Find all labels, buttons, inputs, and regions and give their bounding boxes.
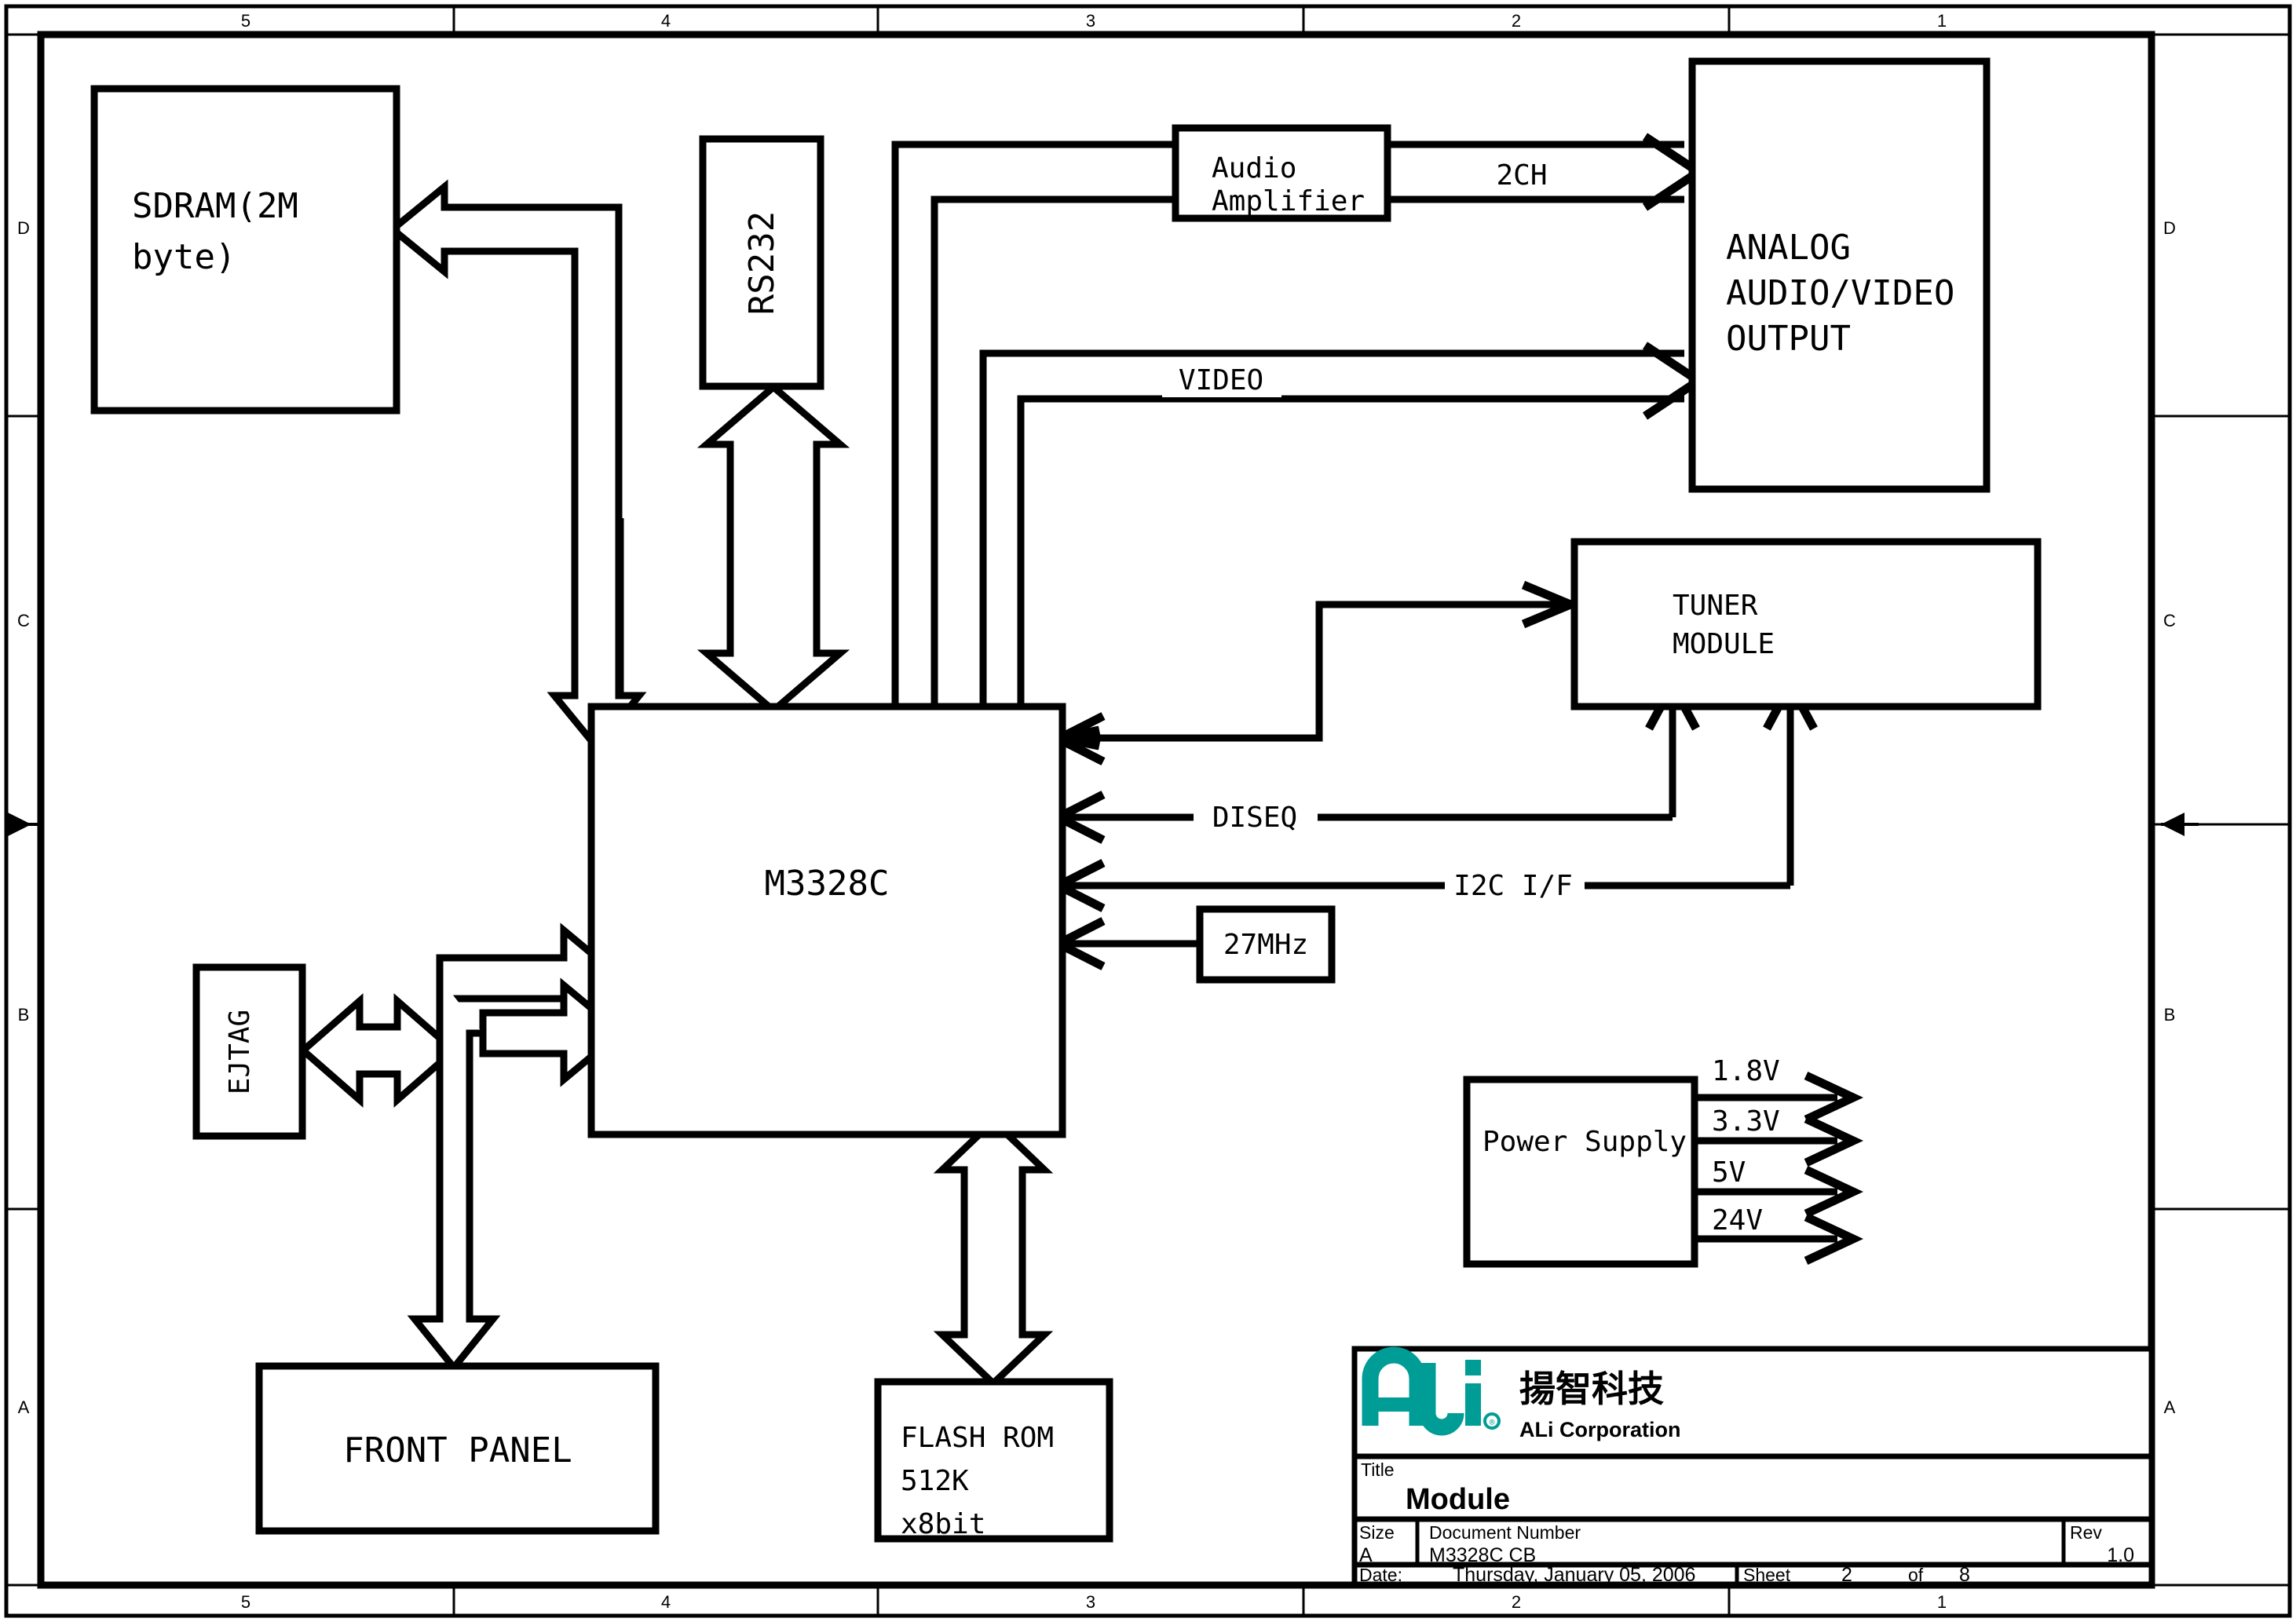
rail-label-24v: 24V [1712,1204,1763,1237]
label-diseq-top: DISEQ [1212,802,1297,834]
rail-label-3v3: 3.3V [1712,1105,1780,1138]
border-zone-labels: 5 4 3 2 1 5 4 3 2 1 D C B A D C B A [17,11,2176,1612]
bus-sdram-soc-shape [386,179,647,754]
date-value: Thursday, January 05, 2006 [1453,1564,1695,1586]
zone-top-3: 3 [1086,11,1095,31]
block-power-supply[interactable]: Power Supply [1463,1076,1698,1268]
block-soc-m3328c[interactable]: M3328C [587,703,1066,1138]
zone-top-5: 5 [241,11,250,31]
company-name-en: ALi Corporation [1519,1418,1680,1441]
rev-caption: Rev [2070,1522,2102,1543]
zone-bottom-3: 3 [1086,1592,1095,1612]
rs232-label: RS232 [742,211,782,315]
sheet-of-caption: of [1908,1565,1924,1585]
power-rails-wires [1696,1072,1864,1265]
tuner-label-line1: TUNER [1673,590,1758,622]
size-value: A [1359,1544,1373,1566]
document-number-value: M3328C CB [1429,1544,1536,1566]
date-caption: Date: [1359,1565,1402,1585]
block-sdram[interactable]: SDRAM(2M byte) [90,85,400,415]
sheet-number: 2 [1841,1564,1852,1586]
av-out-label-line3: OUTPUT [1726,319,1851,359]
sheet-caption: Sheet [1743,1565,1791,1585]
zone-bottom-2: 2 [1512,1592,1521,1612]
title-block: ® 揚智科技 ALi Corporation Title Module Size… [1351,1346,2155,1587]
flash-label-line3: x8bit [901,1508,985,1540]
zone-right-B: B [2164,1005,2176,1025]
ali-logo-icon: ® [1362,1346,1501,1436]
sdram-label-line1: SDRAM(2M [132,186,298,226]
power-rail-labels: 1.8V 3.3V 5V 24V [1712,1055,1780,1237]
label-i2c-top: I2C I/F [1453,870,1573,902]
title-caption: Title [1361,1459,1395,1480]
zone-top-1: 1 [1937,11,1947,31]
block-tuner-module[interactable]: TUNER MODULE [1570,538,2042,711]
zone-top-4: 4 [661,11,671,31]
zone-top-2: 2 [1512,11,1521,31]
zone-right-A: A [2164,1397,2176,1417]
sdram-label-line2: byte) [132,237,236,277]
zone-left-A: A [18,1397,30,1417]
block-front-panel[interactable]: FRONT PANEL [255,1362,660,1535]
rail-label-5v: 5V [1712,1156,1746,1189]
company-name-cjk: 揚智科技 [1519,1368,1664,1410]
block-rs232[interactable]: RS232 [699,135,824,390]
registered-mark: ® [1490,1417,1495,1427]
block-analog-av-output[interactable]: ANALOG AUDIO/VIDEO OUTPUT [1688,57,1991,493]
front-panel-label: FRONT PANEL [343,1430,572,1470]
bus-ejtag [298,993,459,1108]
bus-flash [933,1116,1054,1389]
tuner-label-line2: MODULE [1673,628,1775,660]
net-label-backers: VIDEO DISEQ I2C I/F [1162,364,1585,902]
bus-rs232 [696,382,850,715]
zone-bottom-1: 1 [1937,1592,1947,1612]
block-27mhz-clock[interactable]: 27MHz [1196,905,1336,984]
sheet-total: 8 [1959,1564,1970,1586]
flash-label-line2: 512K [901,1465,969,1497]
power-supply-label: Power Supply [1483,1126,1687,1158]
bus-front-panel [407,922,627,1374]
rev-value: 1.0 [2107,1544,2134,1566]
size-caption: Size [1359,1522,1395,1543]
rail-label-1v8: 1.8V [1712,1055,1780,1087]
zone-bottom-5: 5 [241,1592,250,1612]
zone-right-C: C [2163,611,2176,630]
audio-amp-label-line1: Audio [1212,152,1296,184]
document-number-caption: Document Number [1429,1522,1581,1543]
block-flash-rom[interactable]: FLASH ROM 512K x8bit [874,1378,1113,1543]
zone-bottom-4: 4 [661,1592,671,1612]
net-labels: 2CH VIDEO DISEQ I2C I/F [1179,159,1573,902]
block-audio-amplifier[interactable]: Audio Amplifier [1172,124,1391,222]
label-2ch: 2CH [1496,159,1547,192]
zone-right-D: D [2163,218,2176,238]
title-value: Module [1406,1483,1510,1516]
flash-label-line1: FLASH ROM [901,1422,1054,1454]
wires-soc-top-right [891,141,1684,707]
audio-amp-label-line2: Amplifier [1212,185,1365,217]
clock-label: 27MHz [1223,929,1308,961]
zone-left-B: B [18,1005,30,1025]
av-out-label-line1: ANALOG [1726,228,1851,268]
ejtag-label: EJTAG [224,1010,256,1094]
label-video-top: VIDEO [1179,364,1263,396]
zone-left-D: D [17,218,30,238]
soc-label: M3328C [765,864,890,904]
zone-left-C: C [17,611,30,630]
av-out-label-line2: AUDIO/VIDEO [1726,273,1954,313]
block-ejtag[interactable]: EJTAG [192,963,306,1140]
